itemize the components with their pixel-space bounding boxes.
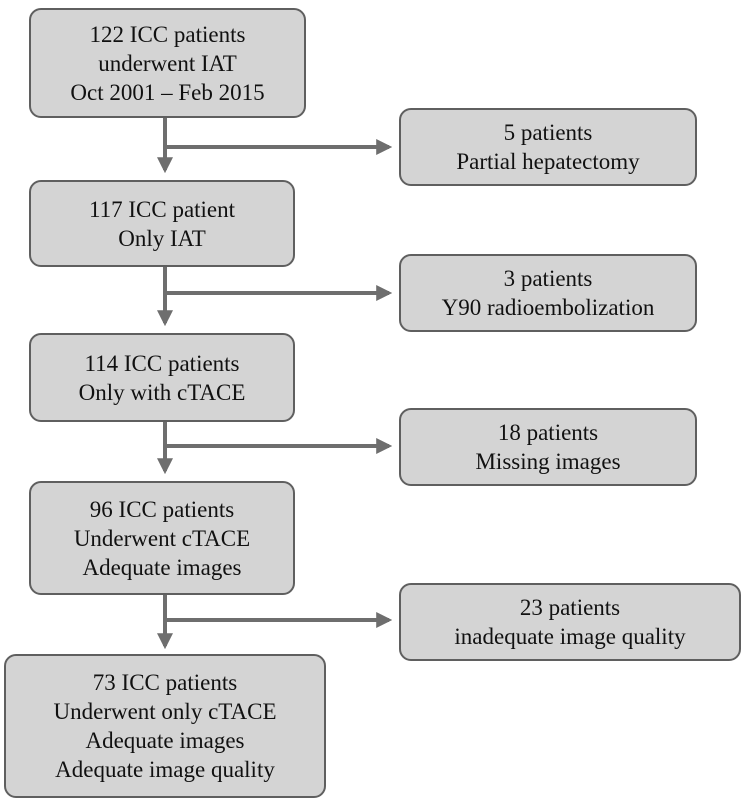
exclusion-box-3: 18 patients Missing images (399, 408, 697, 486)
main-step-4-line-2: Underwent cTACE (73, 525, 251, 551)
main-step-4: 96 ICC patients Underwent cTACE Adequate… (29, 481, 295, 595)
exclusion-1-line-2: Partial hepatectomy (456, 149, 640, 174)
main-step-5-line-1: 73 ICC patients (92, 670, 238, 695)
main-step-4-line-1: 96 ICC patients (89, 496, 235, 522)
main-step-1-line-3: Oct 2001 – Feb 2015 (70, 79, 265, 105)
exclusion-box-1: 5 patients Partial hepatectomy (399, 108, 697, 186)
main-step-5-line-4: Adequate image quality (55, 757, 275, 782)
exclusion-2-line-2: Y90 radioembolization (441, 295, 655, 320)
main-step-1: 122 ICC patients underwent IAT Oct 2001 … (29, 8, 306, 118)
main-step-2-line-1: 117 ICC patient (88, 196, 236, 222)
exclusion-box-2: 3 patients Y90 radioembolization (399, 254, 697, 332)
main-step-2: 117 ICC patient Only IAT (29, 180, 295, 267)
exclusion-3-line-1: 18 patients (497, 420, 599, 445)
exclusion-3-line-2: Missing images (475, 449, 621, 474)
exclusion-4-line-2: inadequate image quality (454, 624, 686, 649)
main-step-5: 73 ICC patients Underwent only cTACE Ade… (4, 654, 326, 798)
main-step-3-line-2: Only with cTACE (78, 379, 246, 405)
main-step-5-line-3: Adequate images (85, 728, 245, 753)
main-step-1-line-2: underwent IAT (98, 50, 237, 76)
main-step-3-line-1: 114 ICC patients (84, 350, 240, 376)
main-step-3: 114 ICC patients Only with cTACE (29, 333, 295, 422)
main-step-5-line-2: Underwent only cTACE (53, 699, 277, 724)
exclusion-4-line-1: 23 patients (519, 595, 621, 620)
exclusion-box-4: 23 patients inadequate image quality (399, 583, 741, 661)
exclusion-1-line-1: 5 patients (503, 120, 593, 145)
exclusion-2-line-1: 3 patients (503, 266, 593, 291)
main-step-2-line-2: Only IAT (118, 225, 206, 251)
main-step-4-line-3: Adequate images (82, 554, 242, 580)
main-step-1-line-1: 122 ICC patients (89, 21, 246, 47)
